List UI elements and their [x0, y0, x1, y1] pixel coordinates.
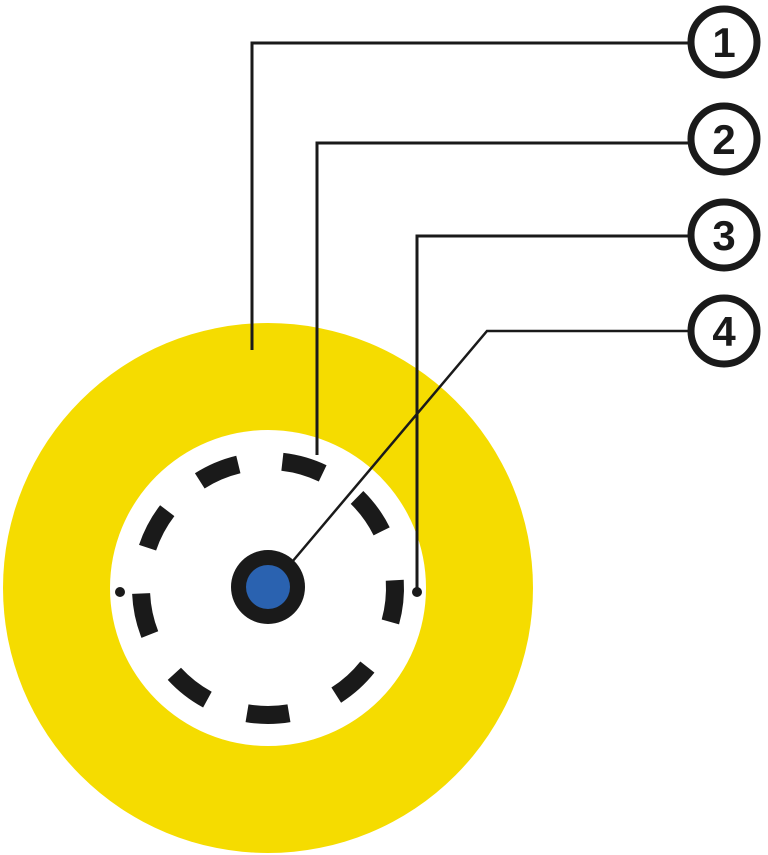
strength-member-dash — [350, 490, 390, 536]
callout-4: 4 — [687, 294, 761, 368]
strength-member-dash — [132, 592, 159, 638]
strength-member-dash — [245, 704, 291, 724]
leader-line-2 — [315, 141, 690, 455]
strength-member-dash — [194, 455, 241, 489]
callout-label: 2 — [712, 116, 735, 163]
callout-label: 1 — [712, 19, 735, 66]
strength-member-dash — [381, 579, 404, 625]
leader-line-3 — [415, 234, 690, 592]
strength-member-dash — [167, 667, 212, 708]
leader-line-4 — [291, 329, 690, 563]
callout-2: 2 — [687, 102, 761, 176]
callout-label: 4 — [712, 308, 736, 355]
strength-member-dash — [331, 661, 375, 703]
callout-label: 3 — [712, 212, 735, 259]
marker-dot-left — [115, 587, 125, 597]
strength-member-ring — [132, 452, 404, 724]
callout-1: 1 — [687, 5, 761, 79]
strength-member-dash — [139, 505, 175, 551]
leader-line-1 — [250, 41, 690, 350]
fiber-core — [246, 565, 290, 609]
callout-3: 3 — [687, 198, 761, 272]
strength-member-dash — [281, 452, 327, 482]
